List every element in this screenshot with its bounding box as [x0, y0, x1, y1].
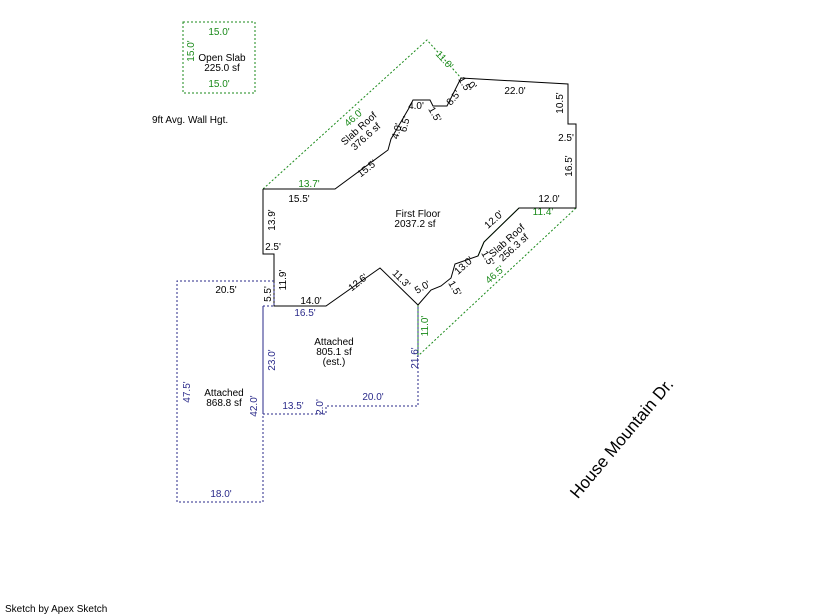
attached-small-note: (est.) [323, 357, 346, 368]
open-slab-outline [182, 21, 256, 94]
open-slab-bottom-dim: 15.0' [208, 79, 229, 90]
attached-large-dim-47-5: 47.5' [182, 381, 193, 402]
open-slab-top-dim: 15.0' [208, 27, 229, 38]
open-slab-left-dim: 15.0' [186, 40, 197, 61]
open-slab-area-label: 225.0 sf [204, 63, 240, 74]
ff-dim-4-0-top: 4.0' [408, 101, 424, 112]
ff-dim-6-5: 6.5' [398, 115, 413, 133]
attached-large-area-label: 868.8 sf [206, 398, 242, 409]
ff-dim-left-lower: 11.9' [278, 270, 289, 291]
attached-small-area: Attached 805.1 sf (est.) 23.0' 21.6' 20.… [262, 306, 421, 415]
ff-dim-16-5: 16.5' [564, 155, 575, 176]
attached-large-outline [176, 280, 275, 503]
ff-dim-step: 2.5' [265, 242, 281, 253]
ff-dim-diag-12-6: 12.6' [347, 272, 371, 294]
ff-dim-12-0-right: 12.0' [538, 194, 559, 205]
ff-dim-12-0-diag: 12.0' [483, 209, 506, 232]
ff-dim-4-0-diag: 4.0' [390, 122, 405, 140]
attached-small-area-label: 805.1 sf [316, 347, 352, 358]
slab-roof-upper-dim-13-7: 13.7' [298, 179, 319, 190]
attached-small-dim-21-6: 21.6' [410, 347, 421, 368]
wall-height-note: 9ft Avg. Wall Hgt. [152, 115, 228, 126]
ff-dim-2-5: 2.5' [558, 133, 574, 144]
attached-large-area: Attached 868.8 sf 20.5' 47.5' 42.0' 18.0… [176, 280, 275, 503]
slab-roof-lower-dim-11-4: 11.4' [533, 207, 554, 218]
attached-large-dim-18: 18.0' [210, 489, 231, 500]
first-floor-area: First Floor 2037.2 sf 15.5' 15.5' 13.9' … [262, 75, 577, 319]
attached-small-name: Attached [314, 337, 353, 348]
attached-small-dim-23: 23.0' [267, 349, 278, 370]
attached-small-dim-2: 2.0' [315, 399, 326, 415]
open-slab-area: 15.0' 15.0' 15.0' Open Slab 225.0 sf [182, 21, 256, 94]
first-floor-name: First Floor [396, 209, 442, 220]
sketch-credit: Sketch by Apex Sketch [5, 604, 107, 615]
attached-small-dim-20: 20.0' [362, 392, 383, 403]
ff-dim-left-upper: 13.9' [267, 209, 278, 230]
slab-roof-lower-dim-11: 11.0' [420, 316, 431, 337]
ff-dim-5-0: 5.0' [413, 279, 432, 296]
slab-roof-lower-outline [417, 207, 577, 357]
attached-large-dim-42: 42.0' [249, 395, 260, 416]
slab-roof-upper-dim-11: 11.0' [433, 49, 455, 72]
ff-dim-bottom: 14.0' [300, 296, 321, 307]
ff-dim-small-left: 5.5' [263, 286, 274, 302]
ff-dim-1-5-c: 1.5' [425, 105, 442, 124]
ff-dim-diag-upper: 15.5' [356, 158, 380, 180]
attached-large-dim-20-5: 20.5' [215, 285, 236, 296]
first-floor-area-label: 2037.2 sf [394, 219, 435, 230]
first-floor-outline [262, 77, 577, 307]
ff-dim-1-5-a: 1.5' [445, 279, 462, 298]
ff-dim-top-left: 15.5' [288, 194, 309, 205]
attached-small-dim-13-5: 13.5' [282, 401, 303, 412]
ff-dim-diag-11-3: 11.3' [390, 268, 412, 290]
ff-dim-22-0: 22.0' [504, 86, 525, 97]
attached-large-name: Attached [204, 388, 243, 399]
ff-dim-bottom-blue: 16.5' [294, 308, 315, 319]
open-slab-name: Open Slab [198, 53, 246, 64]
street-name: House Mountain Dr. [566, 375, 677, 502]
slab-roof-upper-outline [262, 39, 462, 190]
ff-dim-10-5: 10.5' [555, 92, 566, 113]
